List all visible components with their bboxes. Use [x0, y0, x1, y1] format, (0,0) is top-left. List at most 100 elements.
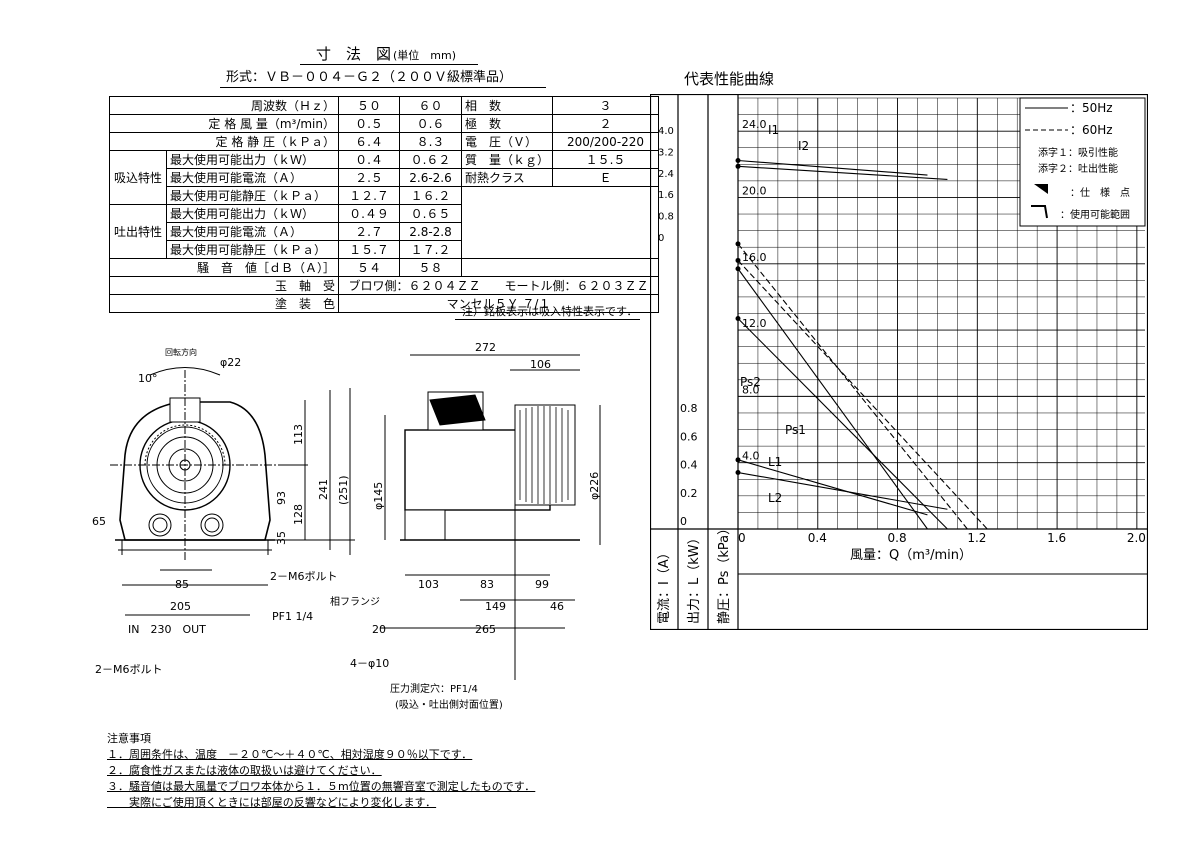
dim-149: 149	[485, 600, 506, 613]
legend-label: ：使用可能範囲	[1060, 208, 1130, 221]
chart-title: 代表性能曲線	[684, 70, 775, 88]
spec-cell: 周波数（Ｈｚ）	[109, 96, 339, 115]
spec-cell: ０.６２	[399, 150, 462, 169]
dim-205: 205	[170, 600, 191, 613]
series-start-point	[735, 315, 741, 321]
curve-label: I1	[768, 123, 779, 137]
x-tick-label: 0.8	[888, 531, 907, 545]
chart-frame	[650, 94, 1148, 630]
series-start-point	[735, 163, 741, 169]
y-tick-label: 0.8	[658, 212, 674, 223]
spec-cell: ブロワ側：６２０４ＺＺ モートル側：６２０３ＺＺ	[337, 276, 660, 295]
spec-cell: 耐熱クラス	[460, 168, 554, 187]
y-tick-label: 16.0	[742, 251, 767, 264]
series-start-point	[735, 257, 741, 263]
note-item: ２．腐食性ガスまたは液体の取扱いは避けてください．	[107, 764, 382, 777]
spec-row: 玉 軸 受ブロワ側：６２０４ＺＺ モートル側：６２０３ＺＺ	[109, 276, 660, 295]
y-tick-label: 0	[658, 233, 664, 244]
y-tick-label: 3.2	[658, 147, 674, 158]
y-axis-label: 静圧：Ps（kPa）	[717, 522, 732, 624]
y-tick-label: 0.8	[680, 402, 698, 415]
spec-cell: ２.５	[338, 168, 400, 187]
spec-cell: Ｅ	[552, 168, 660, 187]
spec-cell: １５.７	[338, 240, 400, 259]
dim-phi226: φ226	[588, 472, 601, 500]
spec-cell	[460, 258, 660, 277]
spec-cell: 最大使用可能電流（Ａ）	[166, 222, 339, 241]
dim-20: 20	[372, 623, 386, 636]
spec-cell: 最大使用可能出力（ｋＷ）	[166, 150, 339, 169]
spec-cell: １２.７	[338, 186, 400, 205]
spec-cell: ０.５	[338, 114, 400, 133]
y-tick-label: 8.0	[742, 383, 760, 396]
dim-93: 93	[275, 491, 288, 505]
spec-row: 塗 装 色マンセル５Ｙ ７/１	[109, 294, 660, 313]
dim-103: 103	[418, 578, 439, 591]
spec-cell: 最大使用可能電流（Ａ）	[166, 168, 339, 187]
x-axis-label: 風量：Q（m³/min）	[850, 548, 972, 563]
dim-rotation: 回転方向	[165, 347, 197, 357]
y-tick-label: 4.0	[658, 126, 674, 137]
spec-cell: １７.２	[399, 240, 462, 259]
model-underline	[220, 87, 546, 88]
spec-cell: ５８	[399, 258, 462, 277]
spec-cell: ０.６５	[399, 204, 462, 223]
spec-cell: ６０	[399, 96, 462, 115]
series-start-point	[735, 470, 741, 476]
spec-cell: 質 量（ｋｇ）	[460, 150, 554, 169]
note-item: 実際にご使用頂くときには部屋の反響などにより変化します．	[107, 796, 437, 809]
dimension-drawing: 回転方向 10° φ22 113 241 (251) 93 128 35 65 …	[92, 341, 601, 711]
notes: 注意事項 １．周囲条件は、温度 －２０℃～＋４０℃、相対湿度９０％以下です． ２…	[107, 731, 535, 811]
spec-note: 注）銘板表示は吸入特性表示です．	[462, 305, 638, 318]
spec-cell: 2.6-2.6	[399, 168, 462, 187]
y-tick-label: 1.6	[658, 190, 674, 201]
dim-phi10: 4－φ10	[350, 657, 389, 670]
title-underline	[300, 64, 478, 65]
curve-label: L1	[768, 455, 782, 469]
series-start-point	[735, 158, 741, 164]
range-icon	[1031, 205, 1048, 219]
spec-cell: 吸込特性	[109, 150, 167, 205]
spec-cell: 塗 装 色	[109, 294, 339, 313]
dim-128: 128	[292, 504, 305, 525]
dim-phi22: φ22	[220, 356, 241, 369]
series-line	[737, 260, 988, 530]
dim-83: 83	[480, 578, 494, 591]
series-start-point	[735, 266, 741, 272]
spec-cell: 極 数	[460, 114, 554, 133]
spec-cell: 200/200-220	[552, 132, 660, 151]
notes-title: 注意事項	[107, 732, 151, 745]
dim-265: 265	[475, 623, 496, 636]
dim-241: 241	[317, 479, 330, 500]
series-line	[737, 471, 948, 510]
spec-cell: 定 格 静 圧（ｋＰａ）	[109, 132, 339, 151]
x-tick-label: 1.2	[967, 531, 986, 545]
dim-85: 85	[175, 578, 189, 591]
dim-pressure-hole: 圧力測定穴：PF1/4	[390, 682, 478, 695]
curve-label: L2	[768, 491, 782, 505]
y-tick-label: 0	[680, 515, 687, 528]
dim-pf: PF1 1/4	[272, 610, 313, 623]
dim-m6-right: 2－M6ボルト	[270, 570, 338, 583]
x-tick-label: 0	[738, 531, 746, 545]
y-axis-label: 出力：L（kW）	[687, 531, 702, 624]
spec-cell: 騒 音 値［ｄＢ（Ａ）］	[109, 258, 339, 277]
spec-cell: 相 数	[460, 96, 554, 115]
note-item: １．周囲条件は、温度 －２０℃～＋４０℃、相対湿度９０％以下です．	[107, 748, 473, 761]
y-axis-label: 電流：I（A）	[657, 546, 672, 624]
spec-cell: 最大使用可能出力（ｋＷ）	[166, 204, 339, 223]
spec-cell: ３	[552, 96, 660, 115]
spec-cell: ５０	[338, 96, 400, 115]
series-line	[737, 459, 928, 516]
curve-label: Ps1	[785, 423, 806, 437]
y-tick-label: 2.4	[658, 169, 674, 180]
spec-cell: 吐出特性	[109, 204, 167, 259]
